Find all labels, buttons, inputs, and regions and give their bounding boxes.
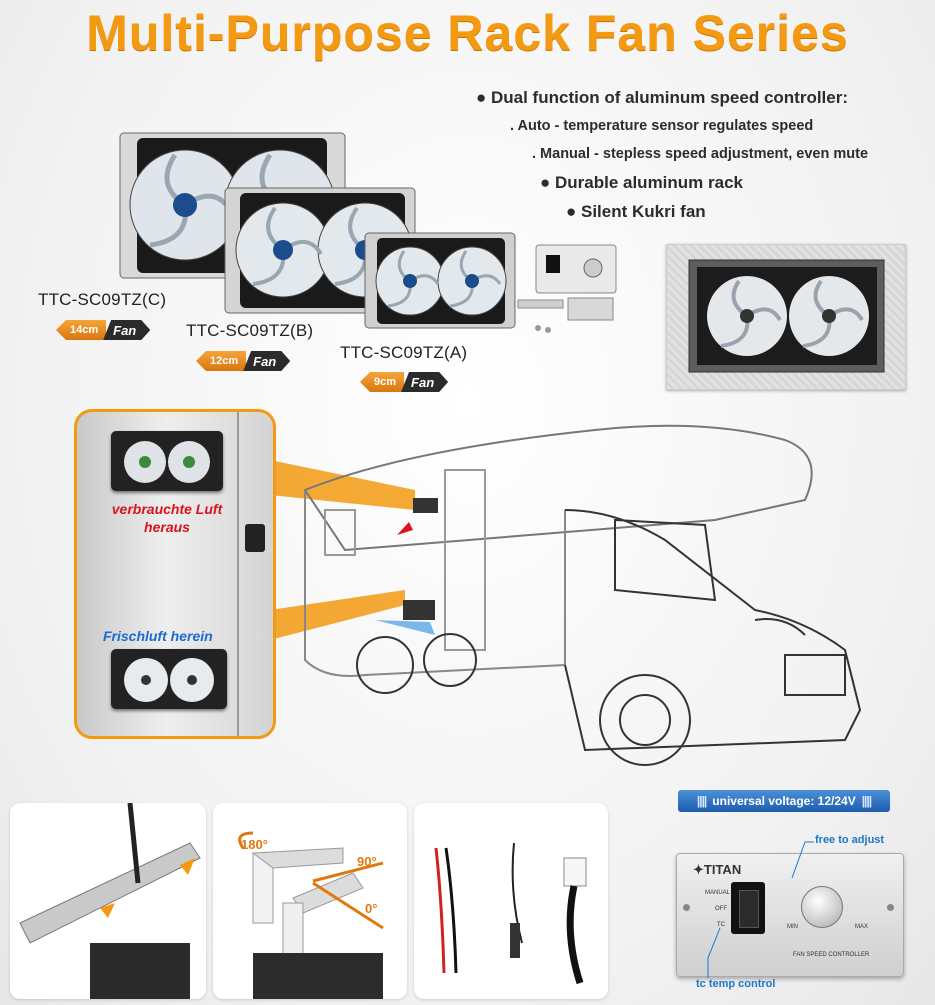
feature-auto-mode: . Auto - temperature sensor regulates sp… (510, 118, 814, 134)
bars-icon: |||| (861, 794, 872, 808)
model-label-b: TTC-SC09TZ(B) (186, 321, 314, 340)
min-label: MIN (787, 924, 798, 930)
max-label: MAX (855, 924, 869, 930)
fan-tag: Fan (103, 320, 150, 340)
feature-kukri-fan: ● Silent Kukri fan (566, 202, 706, 221)
size-value: 9cm (360, 372, 405, 392)
size-badge-b: 12cm Fan (196, 351, 290, 371)
door-seam (237, 412, 239, 736)
mode-switch[interactable] (731, 882, 765, 934)
panel-name-label: FAN SPEED CONTROLLER (793, 952, 870, 958)
fan-unit-a (364, 232, 516, 329)
angle-180-label: 180° (241, 837, 268, 852)
rack-fan-product-group (119, 132, 516, 329)
installation-callout: verbrauchte Luft heraus Frischluft herei… (74, 409, 276, 739)
intake-vent (111, 649, 227, 709)
angle-90-label: 90° (357, 854, 377, 869)
size-badge-a: 9cm Fan (360, 372, 448, 392)
model-label-c: TTC-SC09TZ(C) (38, 290, 167, 309)
size-value: 12cm (196, 351, 247, 371)
feature-aluminum-rack: ● Durable aluminum rack (540, 173, 743, 192)
callout-connector (270, 460, 415, 640)
leader-lines (707, 841, 814, 978)
exhaust-label: verbrauchte Luft heraus (111, 501, 223, 535)
controller-accessory-shot (517, 244, 617, 333)
model-label-a: TTC-SC09TZ(A) (340, 343, 468, 362)
panel-cables (414, 803, 608, 999)
screw-icon (683, 904, 690, 911)
voltage-banner: |||| universal voltage: 12/24V |||| (678, 790, 890, 812)
size-badge-c: 14cm Fan (56, 320, 150, 340)
exhaust-vent (111, 431, 223, 491)
fan-speed-controller: ✦TITAN MANUAL OFF TC MIN MAX FAN SPEED C… (676, 853, 904, 977)
rv-illustration (303, 424, 862, 766)
brand-logo: ✦TITAN (693, 862, 742, 877)
voltage-text: universal voltage: 12/24V (712, 794, 856, 808)
tc-control-label: tc temp control (696, 978, 776, 990)
titan-icon: ✦ (693, 862, 704, 877)
free-adjust-label: free to adjust (815, 834, 885, 846)
door-handle (245, 524, 265, 552)
mode-tc-label: TC (717, 922, 725, 928)
mode-manual-label: MANUAL (705, 890, 731, 896)
angle-0-label: 0° (365, 901, 378, 916)
intake-label: Frischluft herein (103, 628, 213, 644)
feature-dual-controller: ● Dual function of aluminum speed contro… (476, 88, 849, 107)
installed-fan-photo (666, 244, 906, 390)
mode-off-label: OFF (715, 906, 727, 912)
size-value: 14cm (56, 320, 107, 340)
panel-rack-screw (10, 803, 206, 999)
feature-manual-mode: . Manual - stepless speed adjustment, ev… (532, 146, 869, 162)
speed-knob[interactable] (801, 886, 843, 928)
fan-tag: Fan (243, 351, 290, 371)
bars-icon: |||| (696, 794, 707, 808)
page-title: Multi-Purpose Rack Fan Series (86, 5, 849, 61)
screw-icon (887, 904, 894, 911)
fan-tag: Fan (401, 372, 448, 392)
panel-rack-angles: 180° 90° 0° (213, 803, 407, 999)
